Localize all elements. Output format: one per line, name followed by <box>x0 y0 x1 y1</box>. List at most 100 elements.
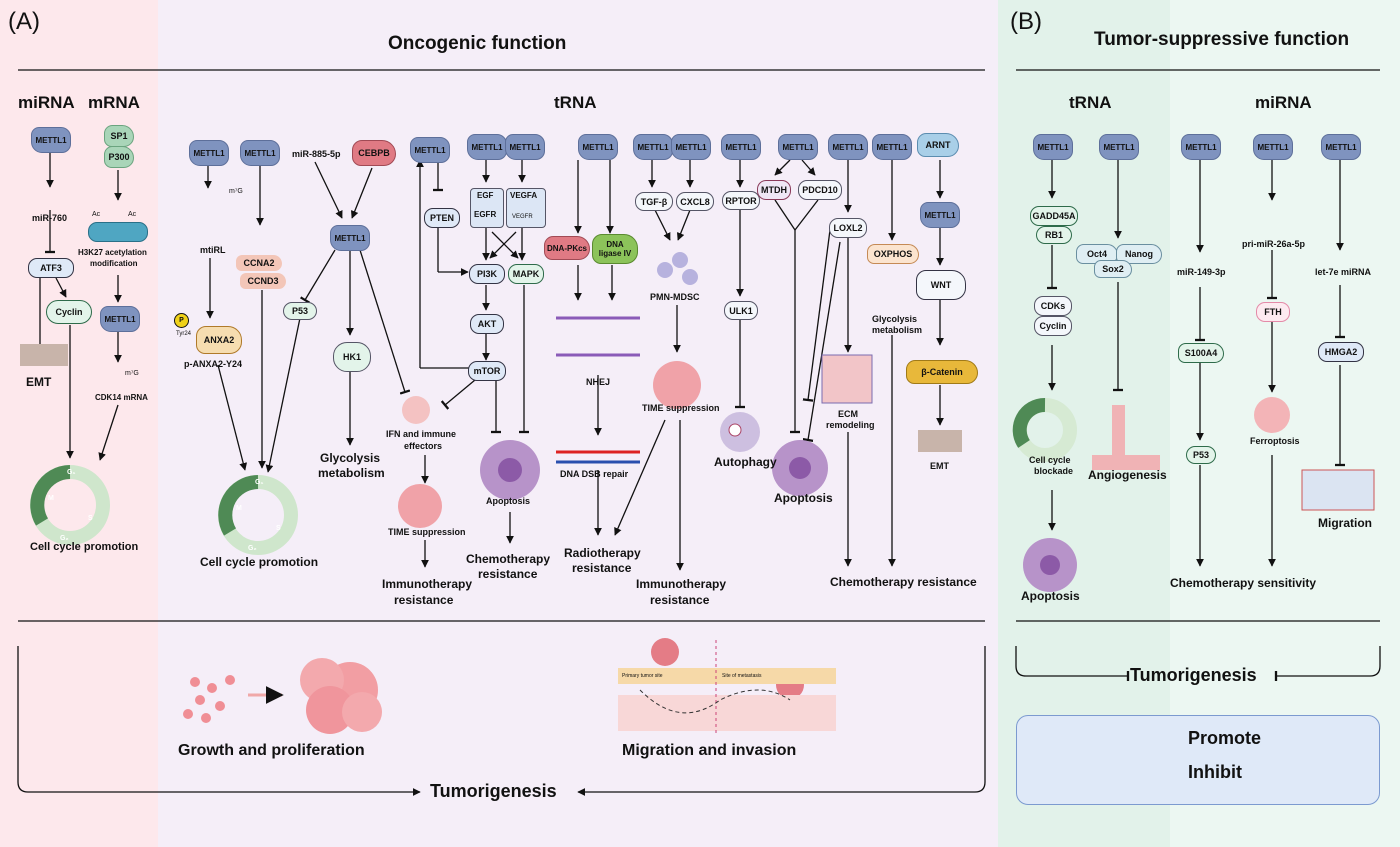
apoptosis-label: Apoptosis <box>774 491 833 505</box>
cell-cycle-label: Cell cycle <box>1029 455 1071 465</box>
p53-node: P53 <box>1186 446 1216 464</box>
p-anxa2-label: p-ANXA2-Y24 <box>184 359 243 369</box>
chemotherapy-label: Chemotherapy <box>466 552 551 566</box>
mettl1-node: METTL1 <box>578 134 618 160</box>
svg-text:S: S <box>88 515 93 522</box>
panel-b-label: (B) <box>1010 8 1042 35</box>
mettl1-node: METTL1 <box>1099 134 1139 160</box>
cxcl8-node: CXCL8 <box>676 192 714 211</box>
ecm-label: ECM <box>838 409 858 419</box>
atf3-node: ATF3 <box>28 258 74 278</box>
mettl1-node: METTL1 <box>100 306 140 332</box>
mettl1-node: METTL1 <box>1181 134 1221 160</box>
header-mirna: miRNA <box>18 93 75 112</box>
header-mirna-b: miRNA <box>1255 93 1312 112</box>
pi3k-node: PI3K <box>469 264 505 284</box>
mir760-label: miR-760 <box>32 213 68 223</box>
metabolism-label: metabolism <box>318 466 385 480</box>
m7g-mark: m⁷G <box>229 188 243 195</box>
nhej-label: NHEJ <box>586 377 611 387</box>
pten-node: PTEN <box>424 208 460 228</box>
cyclin-node: Cyclin <box>46 300 92 324</box>
sox2-node: Sox2 <box>1094 260 1132 278</box>
anxa2-node: ANXA2 <box>196 326 242 354</box>
immunotherapy-label: Immunotherapy <box>382 577 473 591</box>
arnt-node: ARNT <box>917 133 959 157</box>
resistance-label: resistance <box>650 593 710 607</box>
mettl1-node: METTL1 <box>410 137 450 163</box>
panel-a-label: (A) <box>8 8 40 35</box>
growth-proliferation-label: Growth and proliferation <box>178 742 365 759</box>
mettl1-node: METTL1 <box>1253 134 1293 160</box>
svg-text:M: M <box>236 505 242 512</box>
cell-cycle-promotion-label: Cell cycle promotion <box>200 555 319 569</box>
svg-text:G₂: G₂ <box>60 535 69 542</box>
cell-cycle-promotion-label: Cell cycle promotion <box>30 541 139 553</box>
time-suppression-label: TIME suppression <box>388 527 466 537</box>
legend-box <box>1016 715 1380 805</box>
svg-text:G₂: G₂ <box>248 545 257 552</box>
header-trna-a: tRNA <box>554 93 597 112</box>
wnt-node: WNT <box>916 270 966 300</box>
nucleosome-icon <box>88 222 148 242</box>
hk1-node: HK1 <box>333 342 371 372</box>
dna-ligase-label: DNA <box>606 240 624 249</box>
egf-receptor <box>470 188 504 228</box>
mettl1-node: METTL1 <box>189 140 229 166</box>
mettl1-node: METTL1 <box>671 134 711 160</box>
vegf-receptor <box>506 188 546 228</box>
rptor-node: RPTOR <box>722 191 760 210</box>
acetyl-mark-2: Ac <box>128 211 137 218</box>
panel-a-title: Oncogenic function <box>388 33 567 54</box>
cdk14-mrna-label: CDK14 mRNA <box>95 393 148 402</box>
let7e-label: let-7e miRNA <box>1315 267 1372 277</box>
emt-label: EMT <box>930 461 949 471</box>
vegfr-label: VEGFR <box>512 214 533 220</box>
resistance-label: resistance <box>572 561 632 575</box>
effectors-label: effectors <box>404 441 443 451</box>
time-suppression-label: TIME suppression <box>642 403 720 413</box>
legend-promote-label: Promote <box>1188 728 1262 748</box>
mettl1-node: METTL1 <box>920 202 960 228</box>
rb1-node: RB1 <box>1036 226 1072 244</box>
ccna2-node: CCNA2 <box>236 255 282 271</box>
nanog-node: Nanog <box>1116 244 1162 264</box>
tyr24-label: Tyr24 <box>176 331 192 337</box>
radiotherapy-label: Radiotherapy <box>564 546 641 560</box>
tumorigenesis-a-label: Tumorigenesis <box>430 781 557 801</box>
egf-label: EGF <box>477 191 494 200</box>
header-mrna: mRNA <box>88 93 140 112</box>
m7g-mark: m⁷G <box>125 370 139 377</box>
ccnd3-node: CCND3 <box>240 273 286 289</box>
mettl1-node: METTL1 <box>330 225 370 251</box>
mettl1-node: METTL1 <box>505 134 545 160</box>
dna-dsb-repair-label: DNA DSB repair <box>560 469 629 479</box>
mettl1-node: METTL1 <box>1033 134 1073 160</box>
beta-catenin-node: β-Catenin <box>906 360 978 384</box>
h3k27-label: H3K27 acetylation <box>78 248 147 257</box>
chemotherapy-sensitivity-label: Chemotherapy sensitivity <box>1170 576 1317 590</box>
mtdh-node: MTDH <box>757 180 791 200</box>
sp1-node: SP1 <box>104 125 134 147</box>
autophagy-label: Autophagy <box>714 455 777 469</box>
glycolysis-label: Glycolysis <box>320 451 381 465</box>
mettl1-node: METTL1 <box>721 134 761 160</box>
phospho-mark: P <box>174 313 189 328</box>
p300-node: P300 <box>104 146 134 168</box>
tumorigenesis-b-label: Tumorigenesis <box>1130 665 1257 685</box>
panel-b-title: Tumor-suppressive function <box>1094 29 1350 50</box>
mettl1-node: METTL1 <box>1321 134 1361 160</box>
ulk1-node: ULK1 <box>724 301 758 320</box>
glycolysis-label: Glycolysis <box>872 314 918 324</box>
emt-label: EMT <box>26 375 52 389</box>
pri-mir26a-label: pri-miR-26a-5p <box>1242 239 1306 249</box>
ifn-label: IFN and immune <box>386 429 457 439</box>
pmn-mdsc-label: PMN-MDSC <box>650 292 700 302</box>
cebpb-node: CEBPB <box>352 140 396 166</box>
resistance-label: resistance <box>478 567 538 581</box>
mettl1-node: METTL1 <box>872 134 912 160</box>
s100a4-node: S100A4 <box>1178 343 1224 363</box>
gadd45a-node: GADD45A <box>1030 206 1078 226</box>
svg-text:M: M <box>48 495 54 502</box>
p53-node: P53 <box>283 302 317 320</box>
